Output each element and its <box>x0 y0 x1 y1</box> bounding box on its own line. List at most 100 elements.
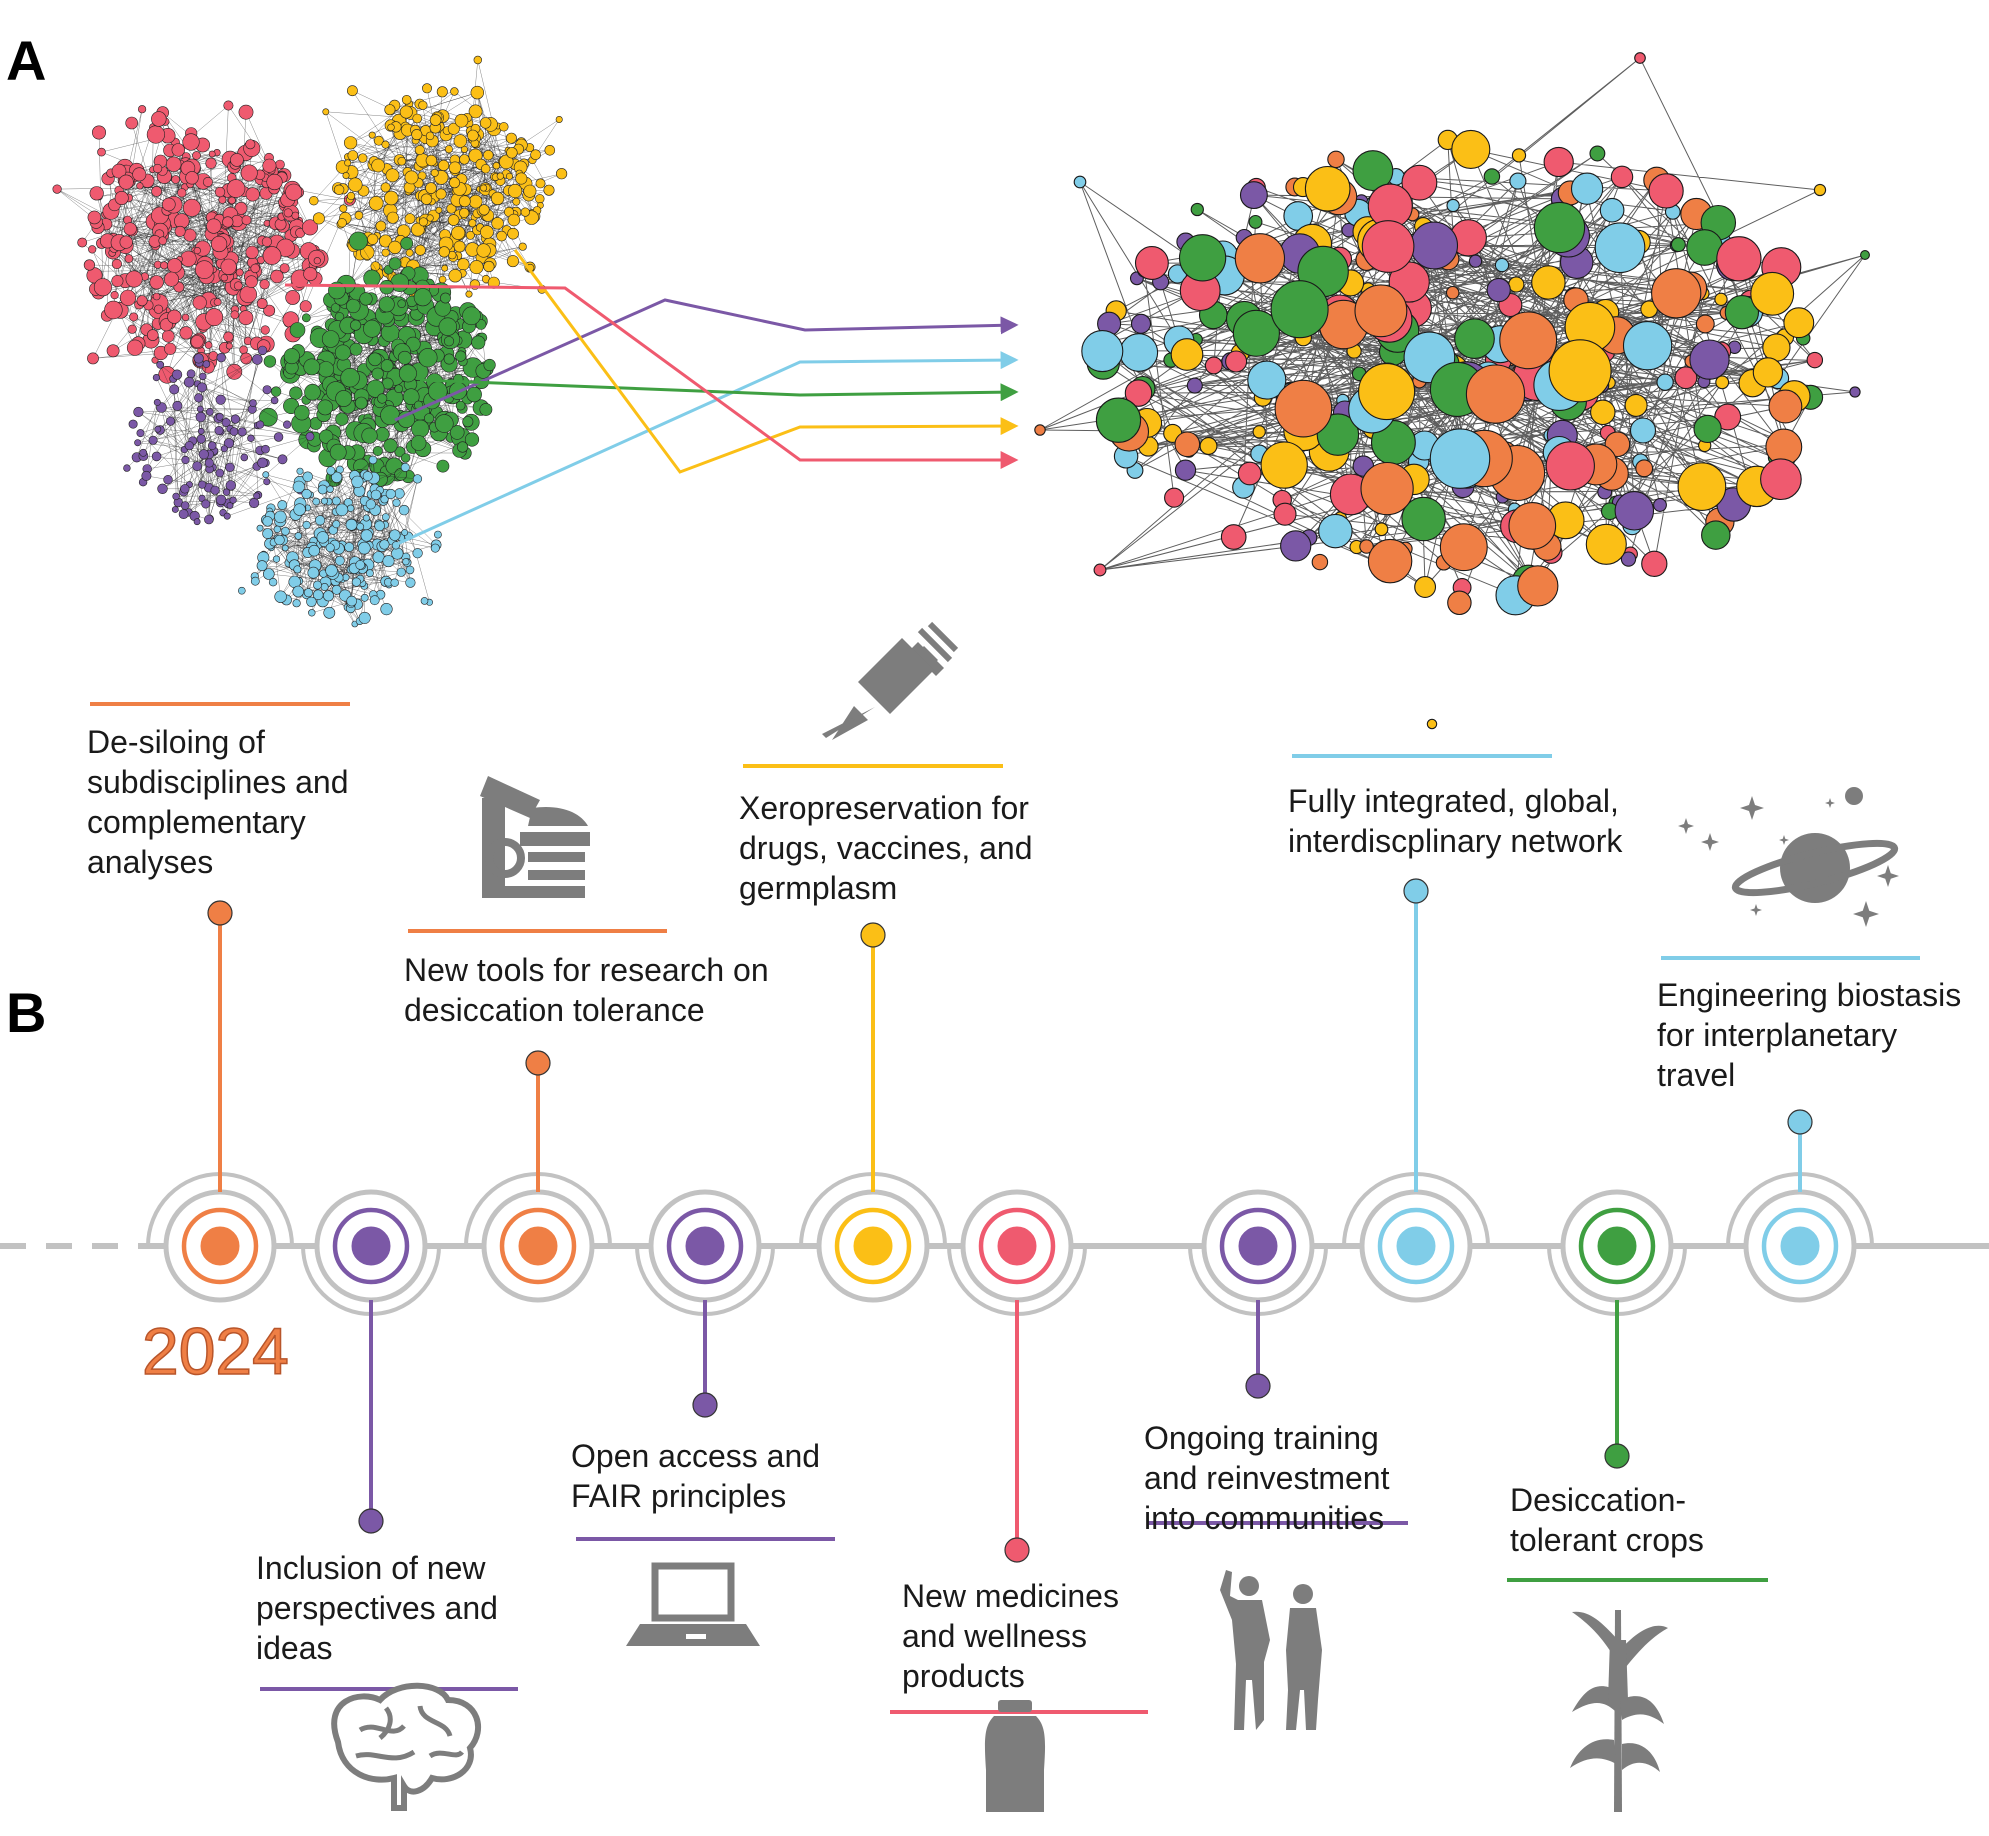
cluster-node <box>326 485 334 493</box>
cluster-node <box>385 488 396 500</box>
cluster-node <box>360 593 369 602</box>
cluster-node <box>483 149 494 161</box>
milestone-pin <box>358 1508 384 1534</box>
cluster-node <box>425 131 435 141</box>
cluster-node <box>230 414 240 424</box>
network-node <box>1651 268 1702 319</box>
cluster-node <box>125 270 143 288</box>
cluster-node <box>223 331 234 342</box>
cluster-node <box>483 260 495 273</box>
cluster-node <box>512 197 521 206</box>
cluster-node <box>455 400 466 411</box>
cluster-node <box>251 354 263 365</box>
cluster-node <box>473 55 482 65</box>
cluster-node <box>400 236 414 250</box>
cluster-node <box>335 503 349 517</box>
cluster-node <box>283 348 300 365</box>
cluster-node <box>410 435 427 451</box>
cluster-node <box>436 459 450 473</box>
cluster-node <box>289 322 306 338</box>
cluster-node <box>373 135 384 146</box>
milestone-open-access <box>576 1189 835 1541</box>
cluster-node <box>97 147 106 157</box>
cluster-node <box>263 304 276 317</box>
cluster-node <box>179 326 193 340</box>
cluster-node <box>347 150 359 161</box>
milestone-center-dot <box>1395 1225 1437 1267</box>
cluster-node <box>106 344 120 358</box>
cluster-node <box>220 445 228 453</box>
label-crops: Desiccation- tolerant crops <box>1510 1482 1704 1558</box>
cluster-node <box>308 609 316 617</box>
cluster-node <box>322 590 334 602</box>
cluster-node <box>138 105 147 114</box>
network-node <box>1585 523 1627 565</box>
cluster-node <box>301 488 312 500</box>
network-node <box>1494 257 1510 273</box>
cluster-node <box>523 184 537 198</box>
cluster-node <box>331 496 341 506</box>
cluster-node <box>190 335 204 349</box>
network-node <box>1486 277 1511 303</box>
cluster-node <box>340 368 360 388</box>
milestone-center-dot <box>1779 1225 1821 1267</box>
network-node <box>1533 201 1586 254</box>
jar-icon <box>984 1700 1046 1812</box>
network-node <box>1426 718 1438 730</box>
cluster-node <box>205 157 217 169</box>
cluster-node <box>363 319 381 338</box>
network-node <box>1186 377 1203 394</box>
cluster-node <box>346 298 361 314</box>
cluster-node <box>380 405 401 426</box>
cluster-node <box>380 182 391 193</box>
cluster-node <box>543 184 555 196</box>
cluster-node <box>430 543 440 553</box>
cluster-node <box>344 136 358 150</box>
cluster-node <box>223 512 231 520</box>
network-node <box>1509 172 1527 190</box>
network-node <box>1095 397 1142 443</box>
network-node <box>1358 363 1416 421</box>
milestone-pin <box>1245 1373 1271 1399</box>
cluster-node <box>412 548 423 559</box>
cluster-node <box>367 233 379 245</box>
cluster-node <box>118 174 134 190</box>
network-node <box>1374 522 1389 537</box>
cluster-node <box>438 159 450 171</box>
cluster-node <box>154 425 162 433</box>
label-biostasis: Engineering biostasis for interplanetary… <box>1657 977 1962 1093</box>
cluster-node <box>465 230 475 240</box>
cluster-node <box>381 140 390 149</box>
cluster-node <box>126 339 144 356</box>
cluster-node <box>351 475 364 488</box>
cluster-node <box>141 470 152 481</box>
cluster-node <box>206 408 214 416</box>
cluster-node <box>226 502 234 509</box>
cluster-node <box>132 167 147 182</box>
cluster-node <box>257 457 268 469</box>
cluster-node <box>462 306 481 326</box>
cluster-node <box>348 231 368 251</box>
cluster-node <box>210 485 220 495</box>
cluster-node <box>215 468 225 478</box>
cluster-node <box>321 330 340 348</box>
cluster-node <box>171 143 186 157</box>
cluster-node <box>320 497 328 505</box>
cluster-node <box>468 219 477 228</box>
network-node <box>1401 496 1446 542</box>
cluster-node <box>374 520 385 532</box>
cluster-node <box>339 204 348 213</box>
cluster-node <box>193 353 204 364</box>
cluster-node <box>223 100 234 111</box>
network-node <box>1352 150 1394 192</box>
cluster-node <box>216 352 226 363</box>
cluster-node <box>479 403 493 416</box>
cluster-node <box>358 153 368 163</box>
cluster-node <box>238 586 246 595</box>
cluster-node <box>153 304 164 314</box>
network-node <box>1545 441 1595 491</box>
cluster-node <box>245 139 256 150</box>
cluster-node <box>454 113 469 128</box>
cluster-node <box>362 471 373 482</box>
cluster-node <box>262 158 277 173</box>
